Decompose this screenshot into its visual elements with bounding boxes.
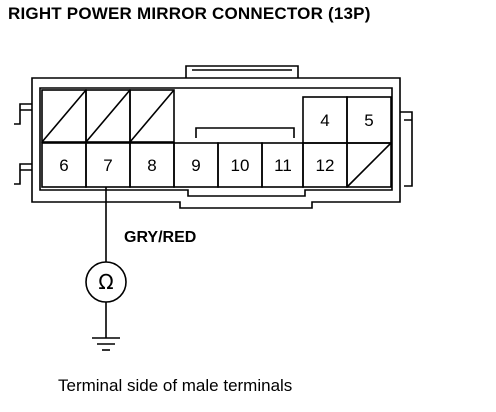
connector-inner-frame [39, 87, 393, 197]
terminal-label: 4 [320, 111, 329, 130]
top-row-blank-cavity [129, 89, 175, 143]
diagram-caption: Terminal side of male terminals [58, 376, 293, 395]
left-clip-upper [14, 103, 32, 125]
bottom-row-blank-cavity [346, 142, 392, 188]
terminal-label: 12 [316, 156, 335, 175]
terminal-label: 6 [59, 156, 68, 175]
right-clip [400, 111, 413, 187]
blank-cavity-hatch [129, 89, 175, 143]
terminal-label: 7 [103, 156, 112, 175]
terminal-label: 8 [147, 156, 156, 175]
blank-cavity-hatch [41, 89, 87, 143]
connector-key [195, 127, 295, 138]
blank-cavity-hatch [85, 89, 131, 143]
wire-color-label: GRY/RED [124, 229, 196, 246]
ground-icon [92, 337, 120, 351]
diagram-title: RIGHT POWER MIRROR CONNECTOR (13P) [8, 4, 371, 23]
blank-cavity-hatch [346, 142, 392, 188]
left-clip-lower [14, 163, 32, 185]
terminal-label: 10 [231, 156, 250, 175]
connector-housing [31, 77, 401, 209]
terminal-label: 9 [191, 156, 200, 175]
ohm-symbol: Ω [98, 270, 113, 294]
terminal-label: 5 [364, 111, 373, 130]
terminal-label: 11 [274, 156, 292, 175]
connector-top-latch [185, 65, 299, 78]
